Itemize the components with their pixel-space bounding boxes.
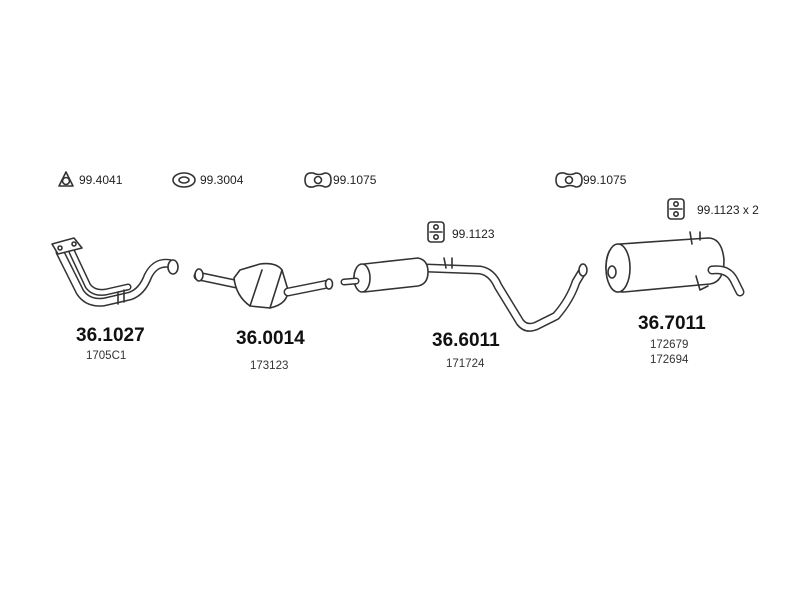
rubber-hanger-icon xyxy=(427,221,445,243)
fitting-code: 99.4041 xyxy=(79,173,123,187)
clamp-icon xyxy=(555,172,583,188)
oem-number: 171724 xyxy=(446,358,485,370)
part-number: 36.7011 xyxy=(638,313,706,334)
catalytic-converter-icon xyxy=(193,262,334,309)
fitting-code: 99.1075 xyxy=(333,173,377,187)
oem-number: 173123 xyxy=(250,360,289,372)
part-number: 36.0014 xyxy=(236,328,305,349)
part-number: 36.6011 xyxy=(432,330,500,351)
oem-number: 172679 xyxy=(650,339,689,351)
fitting-code: 99.3004 xyxy=(200,173,244,187)
fitting-code: 99.1075 xyxy=(583,173,627,187)
part-number: 36.1027 xyxy=(76,325,145,346)
rear-silencer-icon xyxy=(605,231,745,297)
middle-silencer-icon xyxy=(340,257,588,332)
gasket-icon xyxy=(172,172,196,188)
oem-number: 1705C1 xyxy=(86,350,127,362)
fitting-code: 99.1123 x 2 xyxy=(697,203,759,217)
ring-seal-icon xyxy=(58,171,74,187)
oem-number: 172694 xyxy=(650,354,689,366)
fitting-code: 99.1123 xyxy=(452,227,495,241)
front-pipe-icon xyxy=(51,237,179,307)
clamp-icon xyxy=(304,172,332,188)
rubber-hanger-icon xyxy=(667,198,685,220)
